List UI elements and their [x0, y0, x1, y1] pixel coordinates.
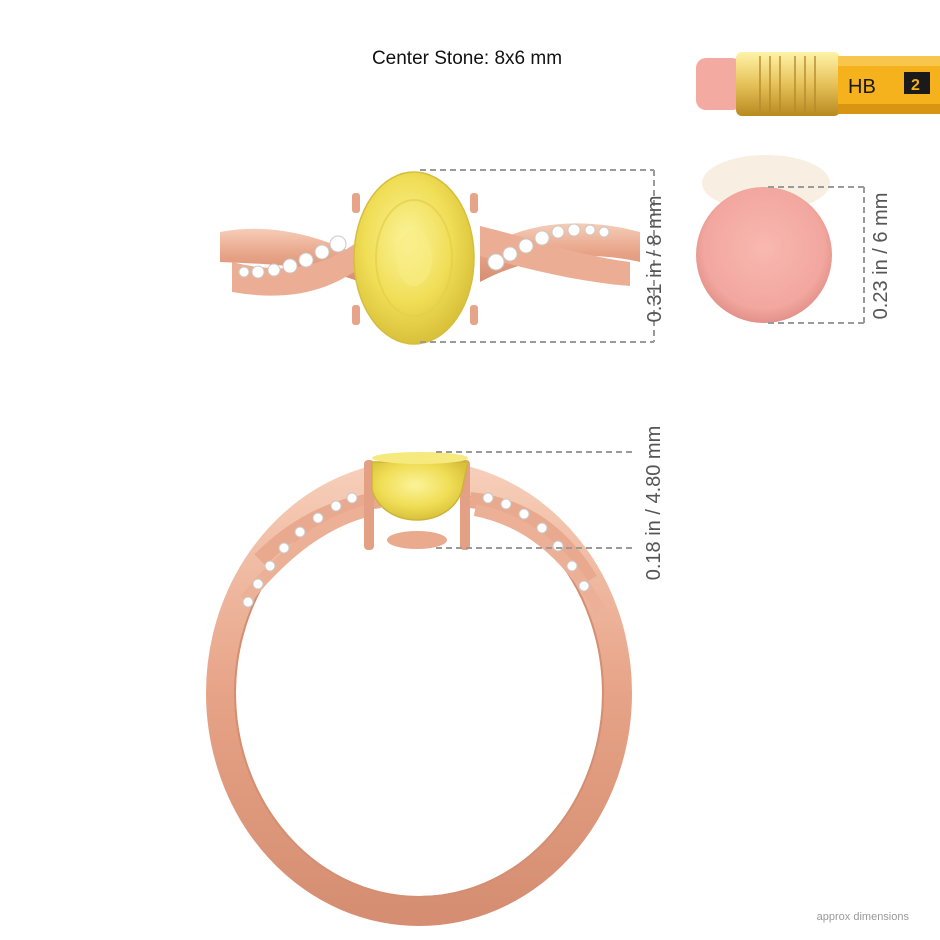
top-view-side-diamonds	[238, 223, 610, 279]
center-stone-side	[371, 461, 469, 521]
ring-side-view	[206, 452, 632, 926]
pencil-ferrule	[736, 52, 840, 116]
side-view-diamonds	[242, 492, 590, 608]
pencil-eraser	[696, 58, 742, 110]
approx-dimensions-note: approx dimensions	[816, 911, 909, 923]
side-view-dimension-lines	[436, 451, 632, 549]
top-view-dimension-lines	[420, 169, 655, 343]
eraser-dimension-label: 0.23 in / 6 mm	[870, 192, 892, 320]
eraser-circle	[696, 187, 832, 323]
ring-top-view	[220, 171, 640, 345]
pencil-number-label: 2	[911, 77, 920, 94]
top-view-prongs	[352, 193, 478, 325]
top-view-dimension-label: 0.31 in / 8 mm	[644, 195, 666, 323]
eraser-end-view	[696, 155, 832, 323]
pencil-grade-label: HB	[848, 76, 876, 98]
side-view-dimension-label: 0.18 in / 4.80 mm	[643, 425, 665, 581]
pencil-number-box	[904, 72, 930, 94]
page-title: Center Stone: 8x6 mm	[371, 48, 563, 69]
eraser-dimension-lines	[768, 186, 865, 324]
pencil-illustration: HB 2	[696, 52, 940, 116]
